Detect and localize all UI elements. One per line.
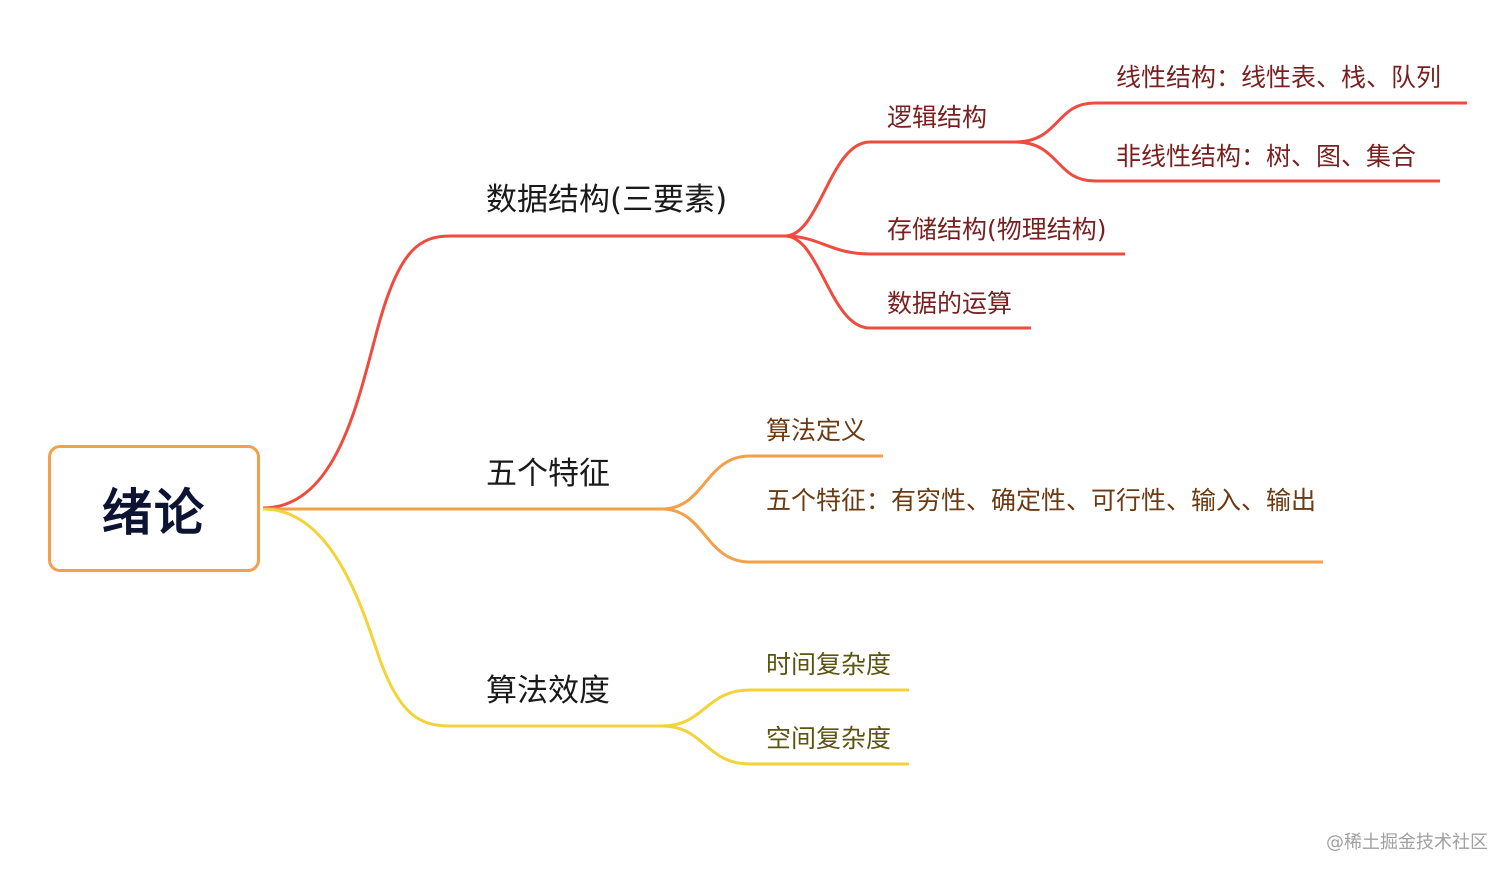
connector-root-to-efficiency [262,507,662,728]
connector-efficiency-to-time [661,688,909,728]
connector-data-structure-to-logical [784,140,1015,238]
connector-logical-to-nonlinear [1014,140,1440,183]
subtopic-data-operations[interactable]: 数据的运算 [887,289,1013,318]
subtopic-five-features-detail[interactable]: 五个特征：有穷性、确定性、可行性、输入、输出 [766,486,1317,515]
root-label: 绪论 [102,483,206,542]
leaf-nonlinear-structure[interactable]: 非线性结构：树、图、集合 [1116,142,1417,171]
watermark: @稀土掘金技术社区 [1326,832,1488,853]
connector-five-features-to-detail [661,507,1323,564]
root-node[interactable]: 绪论 [48,445,260,572]
subtopic-space-complexity[interactable]: 空间复杂度 [766,724,892,753]
subtopic-logical-structure[interactable]: 逻辑结构 [887,103,988,132]
connector-data-structure-to-storage [784,234,1125,256]
connector-root-to-data-structure [262,234,785,510]
subtopic-time-complexity[interactable]: 时间复杂度 [766,650,892,679]
connector-data-structure-to-operations [784,234,1031,330]
subtopic-algorithm-definition[interactable]: 算法定义 [766,416,867,445]
topic-algorithm-efficiency[interactable]: 算法效度 [486,673,610,709]
leaf-linear-structure[interactable]: 线性结构：线性表、栈、队列 [1116,63,1442,92]
topic-five-features[interactable]: 五个特征 [486,456,610,492]
subtopic-storage-structure[interactable]: 存储结构(物理结构) [887,215,1107,244]
connector-logical-to-linear [1014,101,1467,144]
connector-five-features-to-definition [661,454,883,511]
connector-efficiency-to-space [661,724,909,766]
topic-data-structure[interactable]: 数据结构(三要素) [486,182,728,218]
